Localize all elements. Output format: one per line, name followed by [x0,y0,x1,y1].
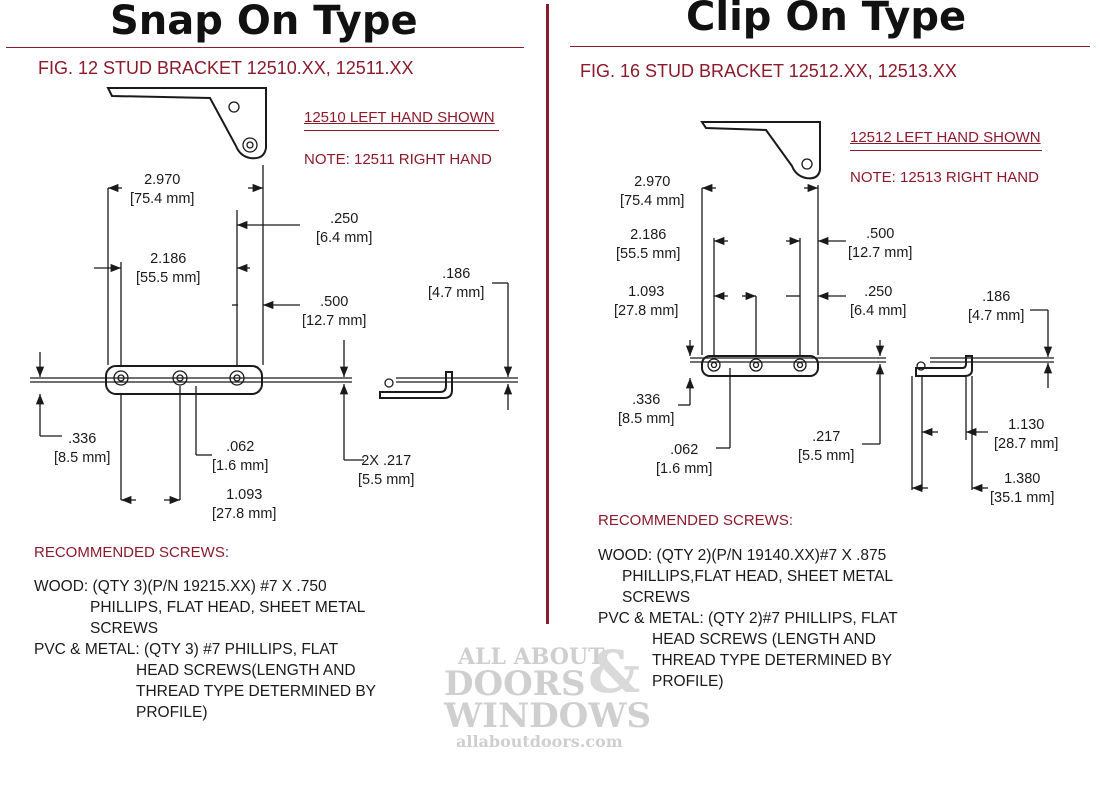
left-dim-336: .336[8.5 mm] [54,431,111,466]
left-bracket-front-view [30,365,352,395]
left-dim-2970: 2.970[75.4 mm] [130,172,195,207]
right-dim-1093: 1.093[27.8 mm] [614,284,679,319]
left-bracket-top-view [106,87,267,160]
right-shown-double-rule [850,150,1042,151]
left-shown-note: 12510 LEFT HAND SHOWN [304,109,495,126]
left-dim-1093: 1.093[27.8 mm] [212,487,277,522]
right-dim-250: .250[6.4 mm] [850,284,907,319]
right-bracket-top-view [700,121,821,180]
snap-on-title: Snap On Type [110,0,418,44]
right-dim-2970: 2.970[75.4 mm] [620,174,685,209]
left-dim-062: .062[1.6 mm] [212,439,269,474]
right-dim-217: .217[5.5 mm] [798,429,855,464]
right-bracket-side-view [911,309,1054,493]
left-hand-note: NOTE: 12511 RIGHT HAND [304,151,492,168]
watermark-logo: ALL ABOUT DOORS & WINDOWS allaboutdoors.… [444,638,652,751]
clip-on-title: Clip On Type [686,0,967,40]
center-divider [546,4,549,624]
left-dim-500: .500[12.7 mm] [302,294,367,329]
left-dim-186: .186[4.7 mm] [428,266,485,301]
right-dim-1380: 1.380[35.1 mm] [990,471,1055,506]
left-dim-217: 2X .217[5.5 mm] [358,453,415,488]
left-dim-250: .250[6.4 mm] [316,211,373,246]
left-screws-text: WOOD: (QTY 3)(P/N 19215.XX) #7 X .750 PH… [34,578,377,721]
left-shown-double-rule [304,130,499,131]
right-dim-1130: 1.130[28.7 mm] [994,417,1059,452]
left-header-rule [6,47,524,48]
left-figure-label: FIG. 12 STUD BRACKET 12510.XX, 12511.XX [38,58,414,78]
right-dim-062: .062[1.6 mm] [656,442,713,477]
right-dim-2186: 2.186[55.5 mm] [616,227,681,262]
right-dim-500: .500[12.7 mm] [848,226,913,261]
right-hand-note: NOTE: 12513 RIGHT HAND [850,169,1039,186]
left-dim-2186: 2.186[55.5 mm] [136,251,201,286]
right-dim-336: .336[8.5 mm] [618,392,675,427]
left-screws-heading: RECOMMENDED SCREWS: [34,544,230,561]
right-screws-heading: RECOMMENDED SCREWS: [598,512,794,529]
right-dim-186: .186[4.7 mm] [968,289,1025,324]
right-header-rule [570,46,1090,47]
left-bracket-side-view [379,282,518,410]
right-screws-text: WOOD: (QTY 2)(P/N 19140.XX)#7 X .875 PHI… [598,547,898,690]
right-figure-label: FIG. 16 STUD BRACKET 12512.XX, 12513.XX [580,61,957,81]
right-bracket-front-view [690,355,886,377]
right-shown-note: 12512 LEFT HAND SHOWN [850,129,1041,146]
